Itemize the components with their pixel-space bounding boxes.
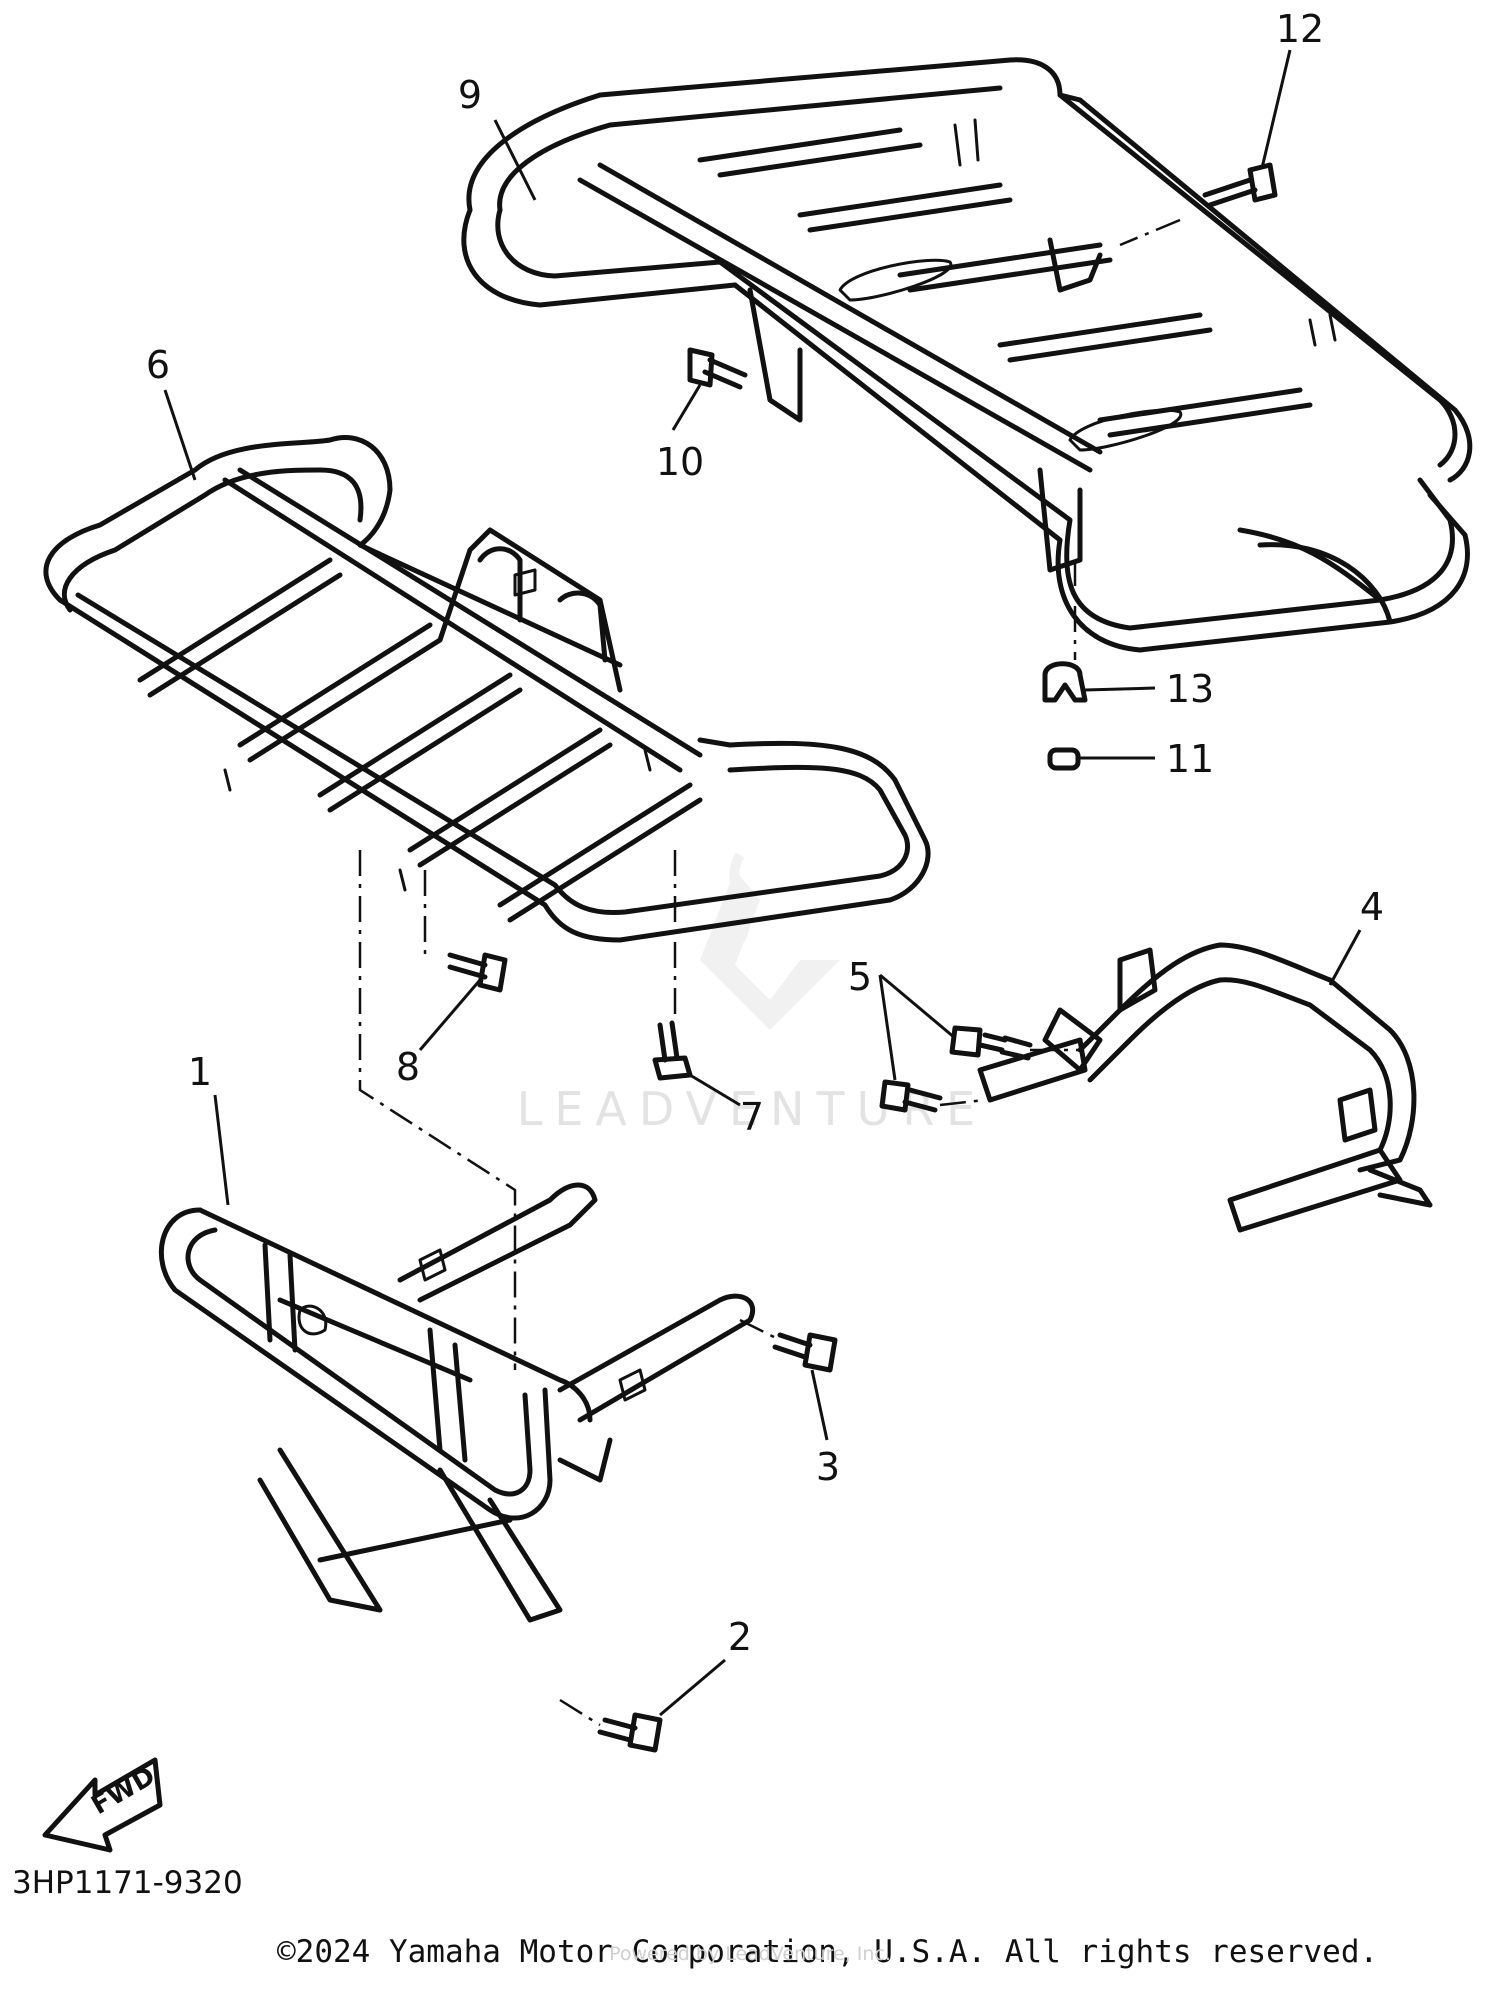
callout-9: 9 — [458, 73, 482, 117]
assembly-line-bolt-3 — [739, 1318, 781, 1342]
leader-4 — [1328, 929, 1362, 986]
rear-bar-drawing — [977, 942, 1433, 1233]
bolt-10-icon — [687, 347, 748, 390]
callout-8: 8 — [396, 1045, 420, 1089]
callout-12: 12 — [1276, 7, 1324, 51]
assembly-line-front — [358, 850, 517, 1370]
leader-1 — [213, 1094, 230, 1206]
assembly-line-bolt-2 — [559, 1698, 601, 1727]
callout-1: 1 — [188, 1050, 212, 1094]
bolt-12-icon — [1202, 162, 1278, 208]
bolt-8-icon — [447, 952, 508, 993]
copyright-footer: ©2024 Yamaha Motor Corporation, U.S.A. A… — [277, 1934, 1378, 1970]
nut-11-icon — [1047, 747, 1081, 771]
callout-13: 13 — [1166, 667, 1214, 711]
leader-3 — [810, 1369, 829, 1441]
watermark-logo-icon — [700, 852, 840, 1030]
leader-5 — [878, 973, 956, 1081]
front-carrier-drawing — [43, 434, 931, 943]
callout-2: 2 — [728, 1615, 752, 1659]
assembly-line-bolt-12 — [1119, 218, 1181, 247]
callout-7: 7 — [740, 1095, 764, 1139]
bolt-2-icon — [597, 1712, 663, 1753]
fwd-arrow-icon — [42, 1757, 163, 1853]
leader-6 — [163, 389, 197, 481]
callout-6: 6 — [146, 343, 170, 387]
callout-4: 4 — [1360, 885, 1384, 929]
callout-10: 10 — [656, 440, 704, 484]
bolt-5b-icon — [879, 1079, 943, 1113]
leader-9 — [493, 119, 537, 201]
leader-12 — [1260, 49, 1292, 169]
leader-13 — [1084, 686, 1156, 692]
watermark-small-text: Powered by LeadVenture, Inc. — [609, 1943, 891, 1965]
bolt-3-icon — [772, 1332, 838, 1373]
callout-3: 3 — [816, 1445, 840, 1489]
callout-11: 11 — [1166, 737, 1214, 781]
clip-13-icon — [1042, 661, 1088, 703]
leader-10 — [671, 384, 702, 431]
leader-7 — [689, 1073, 741, 1107]
leader-2 — [659, 1658, 726, 1717]
callout-5: 5 — [848, 955, 872, 999]
bolt-5a-icon — [949, 1025, 1033, 1061]
bolt-7-icon — [652, 1020, 693, 1081]
rear-carrier-drawing — [461, 57, 1473, 653]
bumper-bracket-drawing — [158, 1182, 756, 1623]
leader-8 — [418, 979, 482, 1051]
diagram-code: 3HP1171-9320 — [12, 1865, 243, 1901]
assembly-line-bolt-5 — [939, 1048, 1080, 1107]
